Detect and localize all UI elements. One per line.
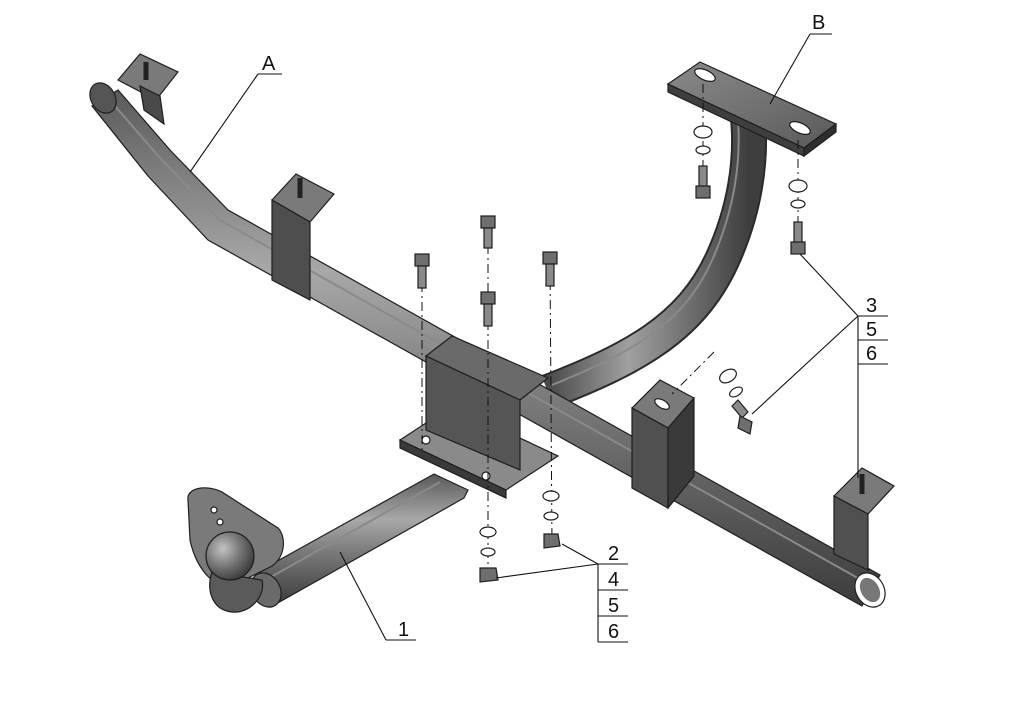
mounting-plate-b (666, 61, 838, 158)
bolt-icon (480, 215, 496, 249)
callout-b-label: B (812, 12, 825, 34)
callout-5b-label: 5 (608, 595, 619, 617)
callout-2-label: 2 (608, 543, 619, 565)
bolt-icon (480, 291, 496, 327)
callout-a-label: A (262, 53, 276, 75)
bracket-right-end (833, 467, 895, 571)
callout-stack-bolts: 3 5 6 (751, 253, 888, 478)
center-clamp (398, 335, 560, 499)
curved-tube-b (541, 116, 768, 409)
callout-4-label: 4 (608, 569, 619, 591)
draw-bar-1 (250, 473, 469, 608)
callout-6b-label: 6 (608, 621, 619, 643)
callout-stack-nuts: 2 4 5 6 (495, 543, 628, 643)
washer-nut-set-bottom (479, 490, 561, 583)
callout-a: A (189, 53, 282, 173)
bracket-left-end (117, 53, 179, 126)
bolt-icon (542, 251, 558, 287)
callout-5-label: 5 (866, 319, 877, 341)
callout-b: B (769, 12, 832, 105)
bolt-set-top (414, 215, 558, 327)
bolt-icon (414, 253, 430, 289)
bracket-right-center (631, 379, 695, 510)
bracket-left-upper (271, 173, 335, 301)
bolt-set-plate-b (693, 125, 808, 255)
callout-6-label: 6 (866, 343, 877, 365)
callout-3-label: 3 (866, 295, 877, 317)
bolt-set-side (719, 368, 753, 435)
tow-ball (187, 487, 284, 613)
callout-1: 1 (339, 551, 416, 641)
callout-1-label: 1 (398, 619, 409, 641)
